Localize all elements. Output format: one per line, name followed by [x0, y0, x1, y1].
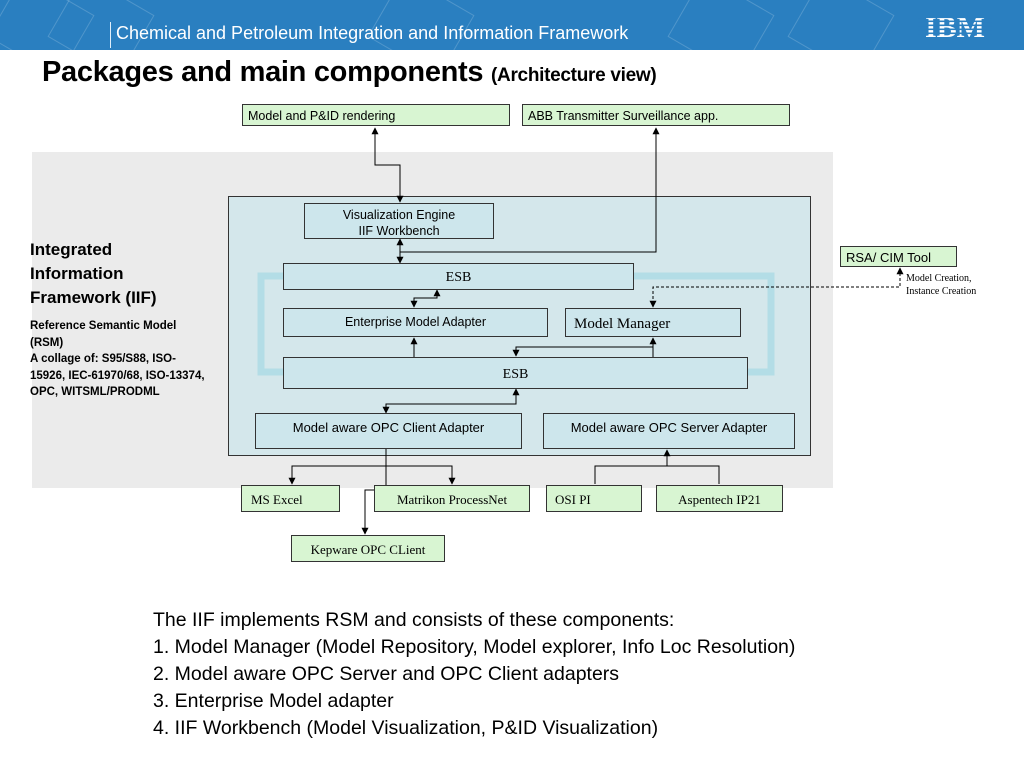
- osi-pi-box: OSI PI: [546, 485, 642, 512]
- rsm-description-line: Reference Semantic Model: [30, 320, 177, 332]
- rsm-description-line: OPC, WITSML/PRODML: [30, 386, 160, 398]
- connector-lower-esb-to-opc-client: [382, 388, 520, 414]
- components-description: The IIF implements RSM and consists of t…: [153, 607, 795, 742]
- rsa-cim-tool-box: RSA/ CIM Tool: [840, 246, 957, 267]
- esb-lower-box: ESB: [283, 357, 748, 389]
- header-bar: Chemical and Petroleum Integration and I…: [0, 0, 1024, 50]
- rsm-description: Reference Semantic Model (RSM) A collage…: [30, 318, 230, 401]
- component-item: 4. IIF Workbench (Model Visualization, P…: [153, 717, 659, 739]
- page-title-subtitle: (Architecture view): [491, 65, 657, 86]
- rsa-tool-note: Model Creation, Instance Creation: [906, 272, 976, 298]
- connector-abb-to-visualization: [400, 127, 660, 253]
- iif-heading-line: Integrated: [30, 240, 113, 259]
- rsm-description-line: 15926, IEC-61970/68, ISO-13374,: [30, 369, 205, 382]
- components-intro: The IIF implements RSM and consists of t…: [153, 609, 675, 631]
- model-pid-rendering-box: Model and P&ID rendering: [242, 104, 510, 126]
- esb-upper-box: ESB: [283, 263, 634, 290]
- opc-server-adapter-box: Model aware OPC Server Adapter: [543, 413, 795, 449]
- connector-rsa-to-model-manager: [649, 267, 904, 308]
- page-title-main: Packages and main components: [42, 56, 484, 88]
- component-item: 2. Model aware OPC Server and OPC Client…: [153, 663, 620, 685]
- rsm-description-line: A collage of: S95/S88, ISO-: [30, 353, 176, 365]
- header-divider: [110, 22, 111, 48]
- iif-heading-line: Information: [30, 264, 124, 283]
- iif-heading: Integrated Information Framework (IIF): [30, 238, 190, 310]
- iif-heading-line: Framework (IIF): [30, 288, 157, 307]
- page-title: Packages and main components (Architectu…: [42, 56, 657, 89]
- abb-transmitter-app-box: ABB Transmitter Surveillance app.: [522, 104, 790, 126]
- header-title: Chemical and Petroleum Integration and I…: [116, 23, 629, 43]
- connector-esb-to-enterprise-adapter: [410, 289, 441, 308]
- ibm-logo: IBM: [918, 12, 992, 42]
- rsa-tool-note-line: Model Creation,: [906, 273, 972, 284]
- visualization-engine-box: Visualization Engine IIF Workbench: [304, 203, 494, 239]
- ms-excel-box: MS Excel: [241, 485, 340, 512]
- component-item: 1. Model Manager (Model Repository, Mode…: [153, 636, 796, 658]
- rsa-tool-note-line: Instance Creation: [906, 286, 977, 297]
- connector-model-manager-to-lower-esb: [512, 342, 654, 357]
- component-item: 3. Enterprise Model adapter: [153, 690, 394, 712]
- connector-rendering-to-visualization: [371, 127, 404, 203]
- visualization-engine-line: IIF Workbench: [358, 224, 440, 238]
- connector-historians-to-opc-server: [594, 465, 720, 484]
- enterprise-model-adapter-box: Enterprise Model Adapter: [283, 308, 548, 337]
- connector-opc-client-to-apps: [288, 449, 387, 485]
- kepware-opc-client-box: Kepware OPC CLient: [291, 535, 445, 562]
- opc-client-adapter-box: Model aware OPC Client Adapter: [255, 413, 522, 449]
- matrikon-processnet-box: Matrikon ProcessNet: [374, 485, 530, 512]
- visualization-engine-line: Visualization Engine: [342, 208, 456, 222]
- aspentech-ip21-box: Aspentech IP21: [656, 485, 783, 512]
- rsm-description-line: (RSM): [30, 336, 64, 349]
- model-manager-box: Model Manager: [565, 308, 741, 337]
